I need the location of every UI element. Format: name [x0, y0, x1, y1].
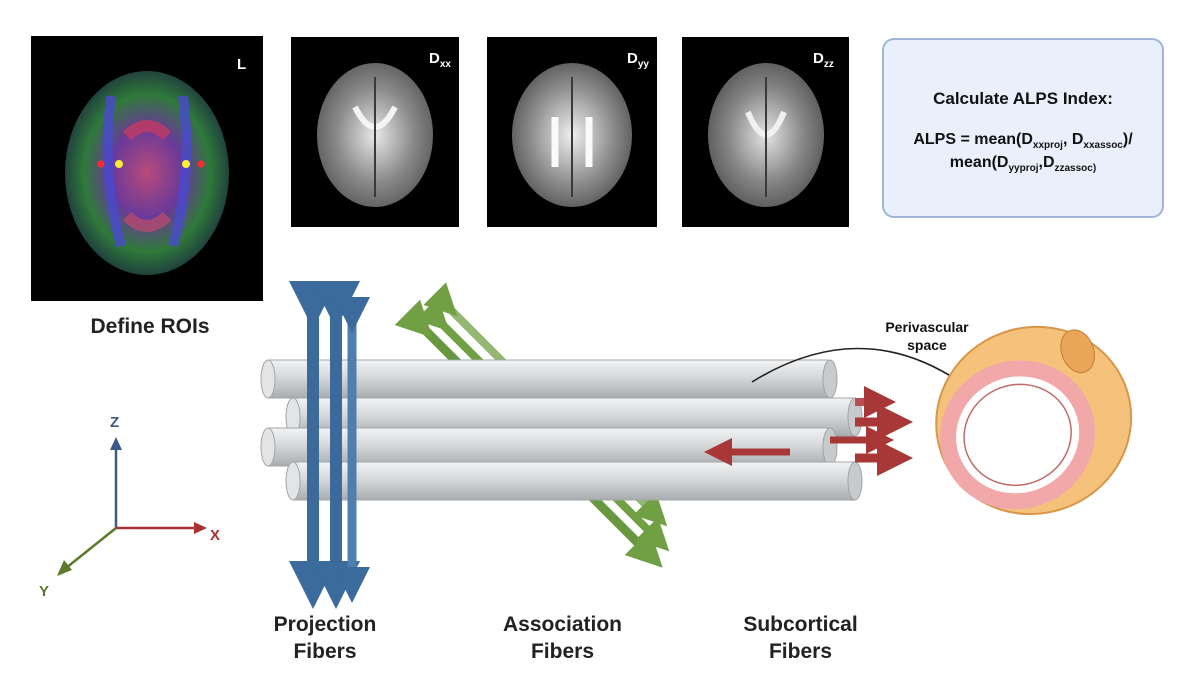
- blood-vessel-cross-section: [935, 325, 1133, 516]
- projection-fibers-caption: Projection Fibers: [273, 613, 377, 663]
- z-axis-label: Z: [110, 414, 120, 431]
- dzz-label: Dzz: [813, 50, 834, 70]
- perivascular-space-caption: Perivascular space: [885, 319, 969, 353]
- y-axis-label: Y: [39, 583, 50, 600]
- association-fibers-caption: Association Fibers: [502, 613, 623, 663]
- formula-line-1: ALPS = mean(Dxxproj, Dxxassoc)/: [913, 131, 1133, 152]
- dzz-panel: Dzz: [682, 37, 849, 227]
- subcortical-fibers: [704, 386, 913, 476]
- roi-marker-left-yellow: [115, 160, 123, 168]
- dyy-panel: Dyy: [487, 37, 657, 227]
- tube-3: [260, 427, 838, 467]
- roi-marker-right-yellow: [182, 160, 190, 168]
- tube-4: [285, 461, 863, 501]
- roi-marker-left-red: [97, 160, 105, 168]
- side-label-l: L: [237, 56, 247, 73]
- perivascular-pointer: [751, 347, 962, 384]
- formula-title: Calculate ALPS Index:: [933, 89, 1113, 108]
- roi-marker-right-red: [197, 160, 205, 168]
- fa-color-map-panel: L: [31, 36, 263, 301]
- define-rois-caption: Define ROIs: [90, 315, 210, 338]
- coordinate-axes: [57, 437, 207, 576]
- dyy-label: Dyy: [627, 50, 649, 70]
- formula-line-2: mean(Dyyproj,Dzzassoc): [949, 154, 1097, 175]
- subcortical-fibers-caption: Subcortical Fibers: [743, 613, 858, 663]
- alps-formula-box: Calculate ALPS Index: ALPS = mean(Dxxpro…: [882, 38, 1164, 218]
- dxx-panel: Dxx: [291, 37, 459, 227]
- tube-1: [260, 359, 838, 399]
- x-axis-label: X: [210, 527, 221, 544]
- dxx-label: Dxx: [429, 50, 451, 70]
- projection-fibers: [289, 281, 370, 609]
